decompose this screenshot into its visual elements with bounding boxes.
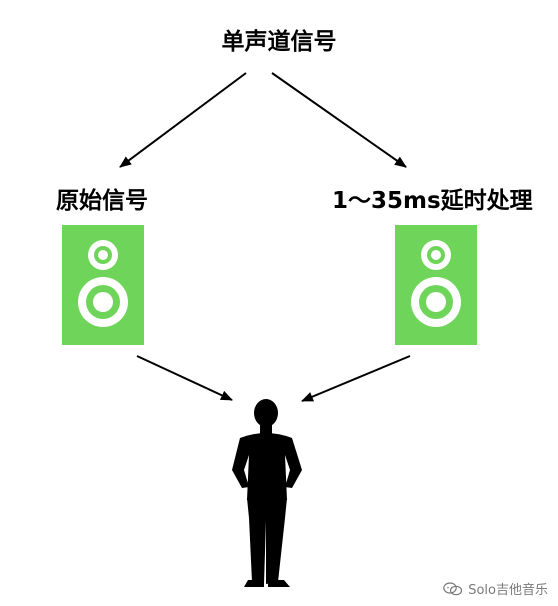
listener-silhouette-icon — [232, 399, 302, 587]
source-signal-label: 单声道信号 — [221, 29, 337, 55]
arrow-source-to-right — [271, 72, 407, 168]
speaker-right-icon — [395, 225, 477, 345]
original-signal-label: 原始信号 — [56, 188, 148, 214]
watermark-text: Solo吉他音乐 — [468, 583, 548, 598]
arrow-right-speaker-to-listener — [301, 355, 411, 402]
arrow-source-to-left — [119, 72, 247, 168]
watermark: Solo吉他音乐 — [443, 579, 548, 598]
wechat-logo-icon — [443, 581, 463, 595]
delayed-signal-label: 1～35ms延时处理 — [332, 188, 533, 214]
speaker-left-icon — [62, 225, 144, 345]
arrow-left-speaker-to-listener — [136, 355, 233, 401]
